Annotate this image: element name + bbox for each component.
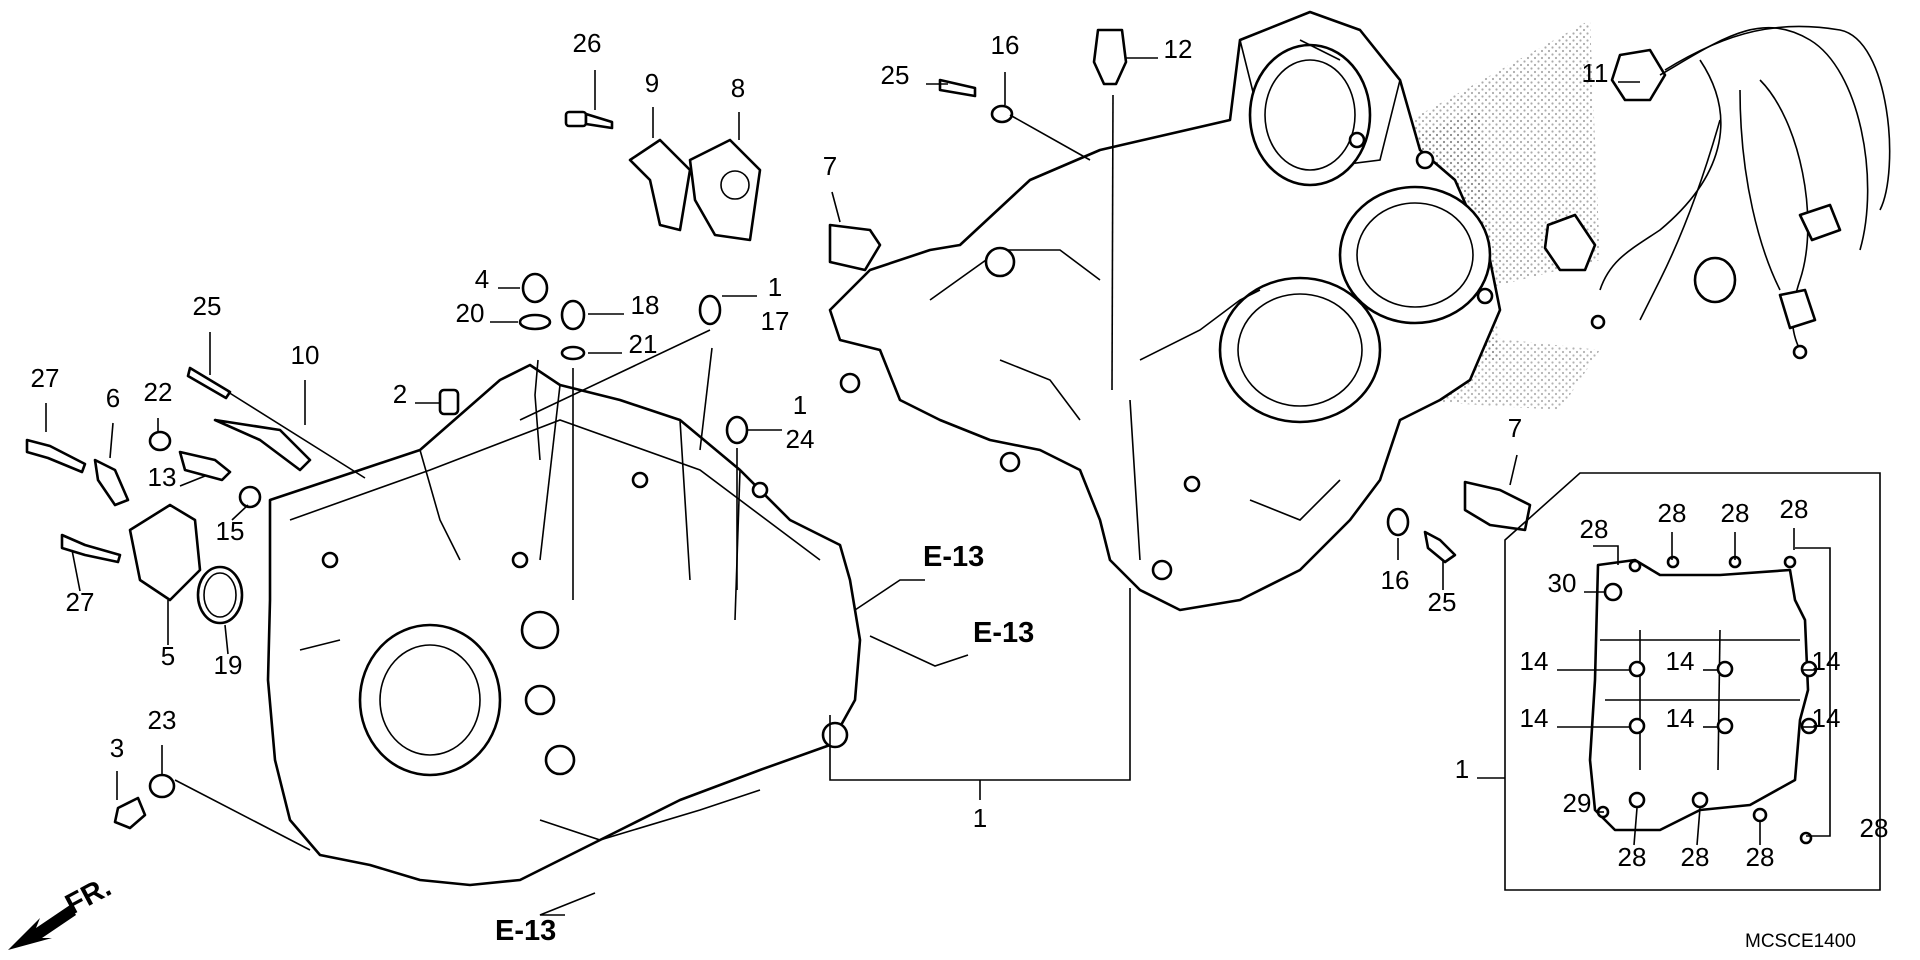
leader-lines	[45, 57, 1881, 916]
diagram-code: MCSCE1400	[1745, 931, 1856, 952]
callout-lbl-1-top: 1	[768, 272, 782, 302]
callout-lbl-14e: 14	[1666, 703, 1695, 733]
callout-lbl-16-top: 16	[991, 30, 1020, 60]
callout-lbl-28b: 28	[1658, 498, 1687, 528]
ref-e13-mid: E-13	[973, 617, 1034, 649]
callout-lbl-20: 20	[456, 298, 485, 328]
callout-lbl-22: 22	[144, 377, 173, 407]
ref-e13-top: E-13	[923, 541, 984, 573]
front-arrow-icon	[8, 905, 76, 950]
callout-lbl-25-left: 25	[193, 291, 222, 321]
callout-lbl-6: 6	[106, 383, 120, 413]
callout-lbl-7-top: 7	[823, 151, 837, 181]
callout-lbl-28e: 28	[1860, 813, 1889, 843]
callout-lbl-26: 26	[573, 28, 602, 58]
callout-lbl-1-right: 1	[1455, 754, 1469, 784]
callout-lbl-9: 9	[645, 68, 659, 98]
callout-lbl-10: 10	[291, 340, 320, 370]
callout-lbl-2: 2	[393, 379, 407, 409]
callout-lbl-28c: 28	[1721, 498, 1750, 528]
callout-lbl-14f: 14	[1812, 703, 1841, 733]
callout-lbl-28d: 28	[1780, 494, 1809, 524]
callout-lbl-27-top: 27	[31, 363, 60, 393]
callout-lbl-30: 30	[1548, 568, 1577, 598]
small-parts	[25, 28, 1532, 830]
wire-harness	[1543, 25, 1891, 360]
callout-lbl-15: 15	[216, 516, 245, 546]
callout-lbl-7-right: 7	[1508, 413, 1522, 443]
callout-lbl-14c: 14	[1812, 646, 1841, 676]
callout-lbl-1-bottom: 1	[973, 803, 987, 833]
callout-lbl-16-bottom: 16	[1381, 565, 1410, 595]
callout-lbl-24: 24	[786, 424, 815, 454]
callout-lbl-25-top: 25	[881, 60, 910, 90]
callout-lbl-12: 12	[1164, 34, 1193, 64]
callout-lbl-11: 11	[1582, 58, 1609, 88]
callout-lbl-27-bottom: 27	[66, 587, 95, 617]
front-indicator: FR.	[8, 871, 117, 950]
lower-crankcase	[266, 363, 862, 887]
reference-labels: E-13E-13E-13	[495, 541, 1034, 947]
upper-crankcase	[828, 10, 1502, 612]
callout-lbl-28h: 28	[1746, 842, 1775, 872]
callout-lbl-4: 4	[475, 264, 489, 294]
callout-lbl-1-mid: 1	[793, 390, 807, 420]
callout-lbl-25-bottom: 25	[1428, 587, 1457, 617]
callout-lbl-21: 21	[629, 329, 658, 359]
callout-lbl-29: 29	[1563, 788, 1592, 818]
callout-lbl-14a: 14	[1520, 646, 1549, 676]
callout-lbl-19: 19	[214, 650, 243, 680]
callout-lbl-23: 23	[148, 705, 177, 735]
callout-lbl-5: 5	[161, 641, 175, 671]
oil-pan	[1588, 555, 1818, 845]
callout-lbl-28g: 28	[1681, 842, 1710, 872]
callout-lbl-3: 3	[110, 733, 124, 763]
callout-lbl-13: 13	[148, 462, 177, 492]
callout-lbl-28a: 28	[1580, 514, 1609, 544]
callout-lbl-28f: 28	[1618, 842, 1647, 872]
callout-lbl-14b: 14	[1666, 646, 1695, 676]
callout-lbl-18: 18	[631, 290, 660, 320]
callout-lbl-17: 17	[761, 306, 790, 336]
callout-lbl-8: 8	[731, 73, 745, 103]
callout-lbl-14d: 14	[1520, 703, 1549, 733]
ref-e13-bottom: E-13	[495, 915, 556, 947]
